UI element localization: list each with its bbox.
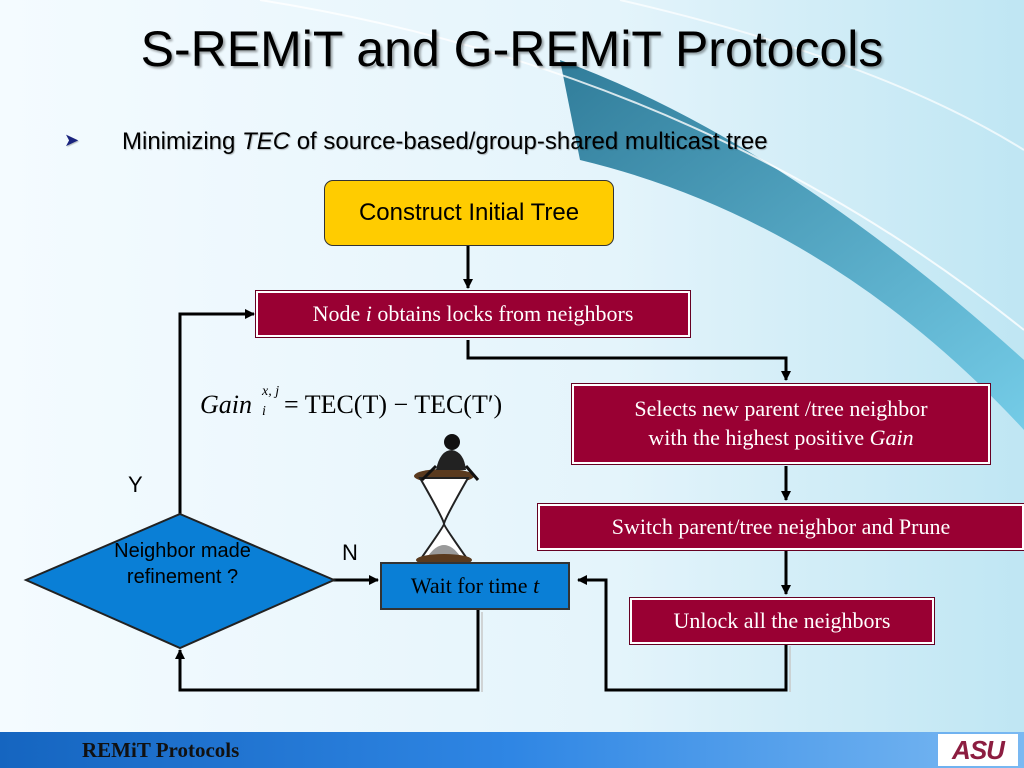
asu-logo: ASU: [938, 734, 1018, 766]
switch-parent-box: Switch parent/tree neighbor and Prune: [537, 503, 1024, 551]
arrow-decision-yes-to-locks: [178, 309, 255, 514]
obtain-locks-prefix: Node: [312, 300, 366, 326]
decision-diamond: [23, 512, 337, 650]
obtain-locks-suffix: obtains locks from neighbors: [371, 300, 634, 326]
arrow-wait-to-decision: [175, 610, 480, 692]
obtain-locks-box: Node i obtains locks from neighbors: [255, 290, 691, 338]
formula-body: = TEC(T) − TEC(T′): [284, 390, 503, 419]
formula-superscript: x, j: [262, 384, 280, 399]
no-label: N: [342, 540, 358, 565]
arrow-bullet-icon: ➤: [64, 130, 80, 150]
select-new-parent-box: Selects new parent /tree neighbor with t…: [571, 383, 991, 465]
bullet-emphasis: TEC: [242, 128, 291, 155]
footer-title: REMiT Protocols: [82, 738, 240, 762]
wait-for-time-var: t: [533, 572, 540, 598]
select-new-parent-gain: Gain: [869, 425, 914, 450]
yes-label: Y: [128, 472, 143, 497]
wait-for-time-box: Wait for time t: [380, 562, 570, 610]
gain-formula: Gain x, j i = TEC(T) − TEC(T′): [200, 384, 502, 420]
bullet-text: Minimizing TEC of source-based/group-sha…: [122, 128, 768, 156]
formula-subscript: i: [262, 404, 266, 419]
formula-base: Gain: [200, 390, 252, 419]
slide-title: S-REMiT and G-REMiT Protocols: [140, 21, 884, 77]
footer-bar: [0, 732, 1024, 768]
construct-initial-tree-box: Construct Initial Tree: [324, 180, 614, 246]
select-new-parent-line2: with the highest positive Gain: [648, 424, 913, 453]
decision-label: Neighbor made refinement ?: [114, 540, 251, 588]
select-new-parent-line2-prefix: with the highest positive: [648, 425, 870, 450]
unlock-neighbors-label: Unlock all the neighbors: [673, 607, 891, 633]
obtain-locks-var: i: [365, 300, 372, 326]
asu-logo-text: ASU: [952, 734, 1005, 765]
unlock-neighbors-box: Unlock all the neighbors: [629, 597, 935, 645]
select-new-parent-line1: Selects new parent /tree neighbor: [634, 396, 928, 422]
obtain-locks-label: Node i obtains locks from neighbors: [313, 300, 634, 329]
arrow-locks-to-select: [466, 340, 791, 381]
switch-parent-label: Switch parent/tree neighbor and Prune: [611, 513, 951, 539]
hourglass-figure-icon: [414, 434, 480, 566]
construct-initial-tree-label: Construct Initial Tree: [358, 199, 580, 227]
wait-for-time-prefix: Wait for time: [410, 572, 534, 598]
bullet-suffix: of source-based/group-shared multicast t…: [290, 128, 768, 155]
bullet-prefix: Minimizing: [122, 128, 243, 155]
wait-for-time-label: Wait for time t: [411, 572, 539, 601]
arrow-unlock-to-wait: [577, 575, 788, 692]
